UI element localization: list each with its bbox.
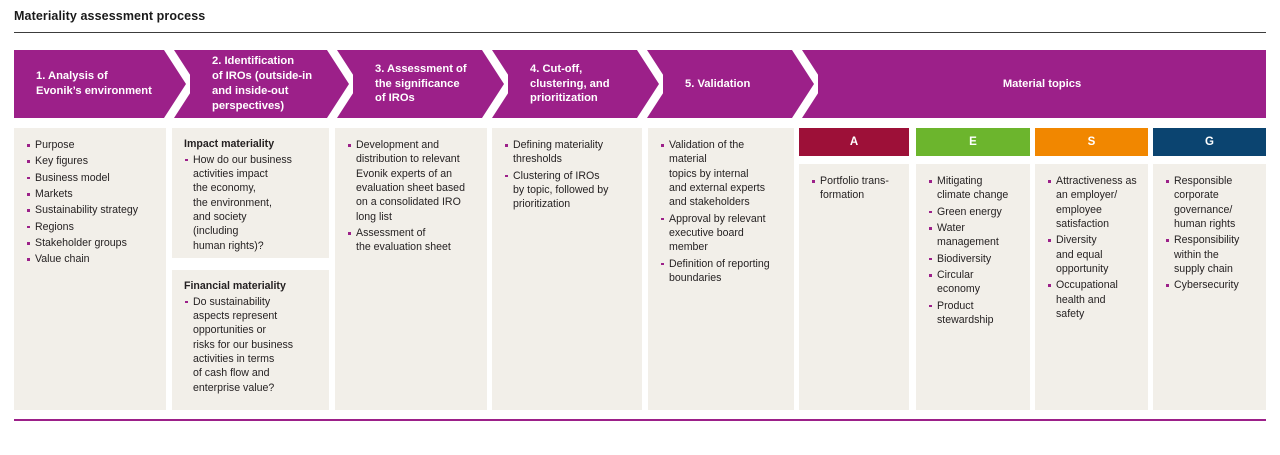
column-financial-materiality: Financial materiality Do sustainability … (172, 270, 329, 410)
esg-chip-e-label: E (969, 136, 977, 148)
process-step-5-label: 5. Validation (685, 77, 751, 90)
list-item: Regions (26, 220, 156, 234)
process-step-3-label: 3. Assessment of the significance of IRO… (375, 62, 467, 105)
process-step-1[interactable]: 1. Analysis of Evonik’s environment (14, 50, 190, 118)
material-topics-label: Material topics (1002, 77, 1082, 90)
financial-materiality-heading: Financial materiality (184, 280, 286, 292)
impact-materiality-bullet-list: How do our business activities impact th… (184, 153, 319, 253)
process-step-material-topics[interactable]: Material topics (818, 50, 1266, 118)
column-significance-assessment: Development and distribution to relevant… (335, 128, 487, 410)
impact-materiality-heading: Impact materiality (184, 138, 275, 150)
list-item: Responsibility within the supply chain (1165, 233, 1256, 276)
esg-chip-g[interactable]: G (1153, 128, 1266, 156)
esg-chip-s[interactable]: S (1035, 128, 1148, 156)
list-item: Water management (928, 221, 1020, 250)
process-step-2-label: 2. Identification of IROs (outside-in an… (212, 55, 313, 112)
process-step-1-label: 1. Analysis of Evonik’s environment (36, 70, 152, 97)
esg-chip-g-label: G (1205, 136, 1214, 148)
page-title: Materiality assessment process (14, 9, 206, 23)
esg-chip-e[interactable]: E (916, 128, 1030, 156)
list-item: Stakeholder groups (26, 236, 156, 250)
list-item: Occupational health and safety (1047, 278, 1138, 321)
list-item: How do our business activities impact th… (184, 153, 319, 253)
column-topics-a: Portfolio trans- formation (799, 164, 909, 410)
list-item: Development and distribution to relevant… (347, 138, 477, 224)
list-item: Purpose (26, 138, 156, 152)
list-item: Product stewardship (928, 299, 1020, 328)
column-validation: Validation of the material topics by int… (648, 128, 794, 410)
process-step-4-label: 4. Cut-off, clustering, and prioritizati… (530, 62, 610, 105)
list-item: Assessment of the evaluation sheet (347, 226, 477, 255)
list-item: Clustering of IROs by topic, followed by… (504, 169, 632, 212)
list-item: Definition of reporting boundaries (660, 257, 784, 286)
list-item: Key figures (26, 154, 156, 168)
column-impact-materiality: Impact materiality How do our business a… (172, 128, 329, 258)
process-step-5[interactable]: 5. Validation (663, 50, 818, 118)
bottom-divider (14, 419, 1266, 421)
list-item: Approval by relevant executive board mem… (660, 212, 784, 255)
list-item: Portfolio trans- formation (811, 174, 899, 203)
list-item: Business model (26, 171, 156, 185)
list-item: Sustainability strategy (26, 203, 156, 217)
topics-a-bullet-list: Portfolio trans- formation (811, 174, 899, 203)
process-step-3[interactable]: 3. Assessment of the significance of IRO… (353, 50, 508, 118)
list-item: Value chain (26, 252, 156, 266)
list-item: Mitigating climate change (928, 174, 1020, 203)
validation-bullet-list: Validation of the material topics by int… (660, 138, 784, 285)
list-item: Markets (26, 187, 156, 201)
title-divider (14, 32, 1266, 33)
topics-g-bullet-list: Responsible corporate governance/ human … (1165, 174, 1256, 293)
list-item: Green energy (928, 205, 1020, 219)
topics-s-bullet-list: Attractiveness as an employer/ employee … (1047, 174, 1138, 321)
list-item: Biodiversity (928, 252, 1020, 266)
process-step-4[interactable]: 4. Cut-off, clustering, and prioritizati… (508, 50, 663, 118)
list-item: Diversity and equal opportunity (1047, 233, 1138, 276)
column-topics-s: Attractiveness as an employer/ employee … (1035, 164, 1148, 410)
list-item: Responsible corporate governance/ human … (1165, 174, 1256, 231)
esg-chip-a[interactable]: A (799, 128, 909, 156)
list-item: Attractiveness as an employer/ employee … (1047, 174, 1138, 231)
column-topics-g: Responsible corporate governance/ human … (1153, 164, 1266, 410)
financial-materiality-bullet-list: Do sustainability aspects represent oppo… (184, 295, 319, 395)
process-band: 1. Analysis of Evonik’s environment 2. I… (14, 50, 1266, 118)
list-item: Do sustainability aspects represent oppo… (184, 295, 319, 395)
list-item: Validation of the material topics by int… (660, 138, 784, 210)
esg-chip-a-label: A (849, 136, 859, 148)
list-item: Defining materiality thresholds (504, 138, 632, 167)
significance-bullet-list: Development and distribution to relevant… (347, 138, 477, 255)
esg-chip-s-label: S (1087, 136, 1096, 148)
list-item: Circular economy (928, 268, 1020, 297)
list-item: Cybersecurity (1165, 278, 1256, 292)
process-step-2[interactable]: 2. Identification of IROs (outside-in an… (190, 50, 353, 118)
